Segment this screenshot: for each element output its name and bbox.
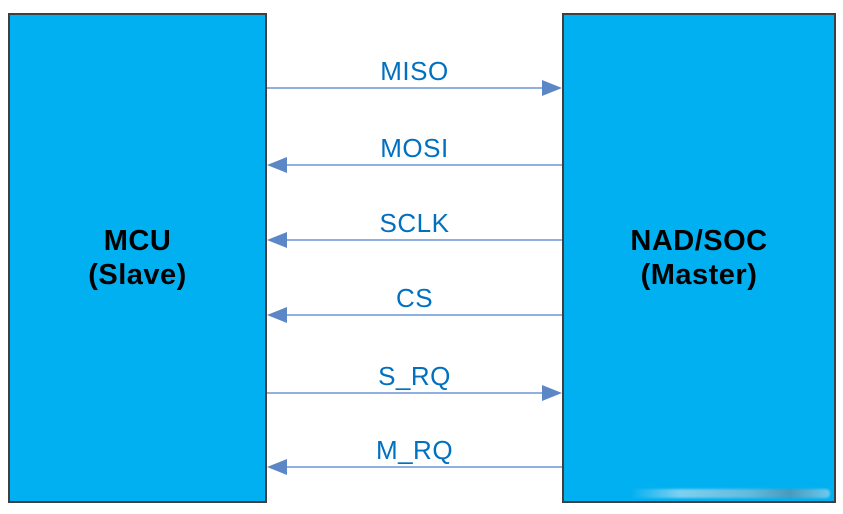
signal-line — [283, 314, 562, 316]
signal-line — [267, 87, 546, 89]
signal-label: S_RQ — [378, 361, 451, 391]
mcu-slave-label: MCU (Slave) — [88, 224, 187, 292]
signal-label: M_RQ — [375, 435, 454, 465]
box-title-nad-soc: NAD/SOC — [630, 225, 768, 257]
box-subtitle-master: (Master) — [640, 259, 758, 291]
arrowhead-left-icon — [267, 459, 287, 475]
signal-label: CS — [395, 283, 434, 313]
box-subtitle-slave: (Slave) — [88, 259, 187, 291]
nad-soc-master-label: NAD/SOC (Master) — [630, 224, 767, 292]
box-title-mcu: MCU — [103, 225, 172, 257]
signal-label: SCLK — [379, 208, 450, 238]
mcu-slave-box: MCU (Slave) — [8, 13, 267, 503]
arrowhead-left-icon — [267, 307, 287, 323]
arrowhead-left-icon — [267, 232, 287, 248]
arrowhead-right-icon — [542, 385, 562, 401]
signal-label: MOSI — [380, 133, 449, 163]
signal-line — [283, 466, 562, 468]
arrowhead-right-icon — [542, 80, 562, 96]
arrowhead-left-icon — [267, 157, 287, 173]
nad-soc-master-box: NAD/SOC (Master) — [562, 13, 836, 503]
signal-label: MISO — [380, 56, 449, 86]
signal-line — [267, 392, 546, 394]
watermark-smudge — [630, 489, 830, 498]
signal-line — [283, 239, 562, 241]
signal-line — [283, 164, 562, 166]
